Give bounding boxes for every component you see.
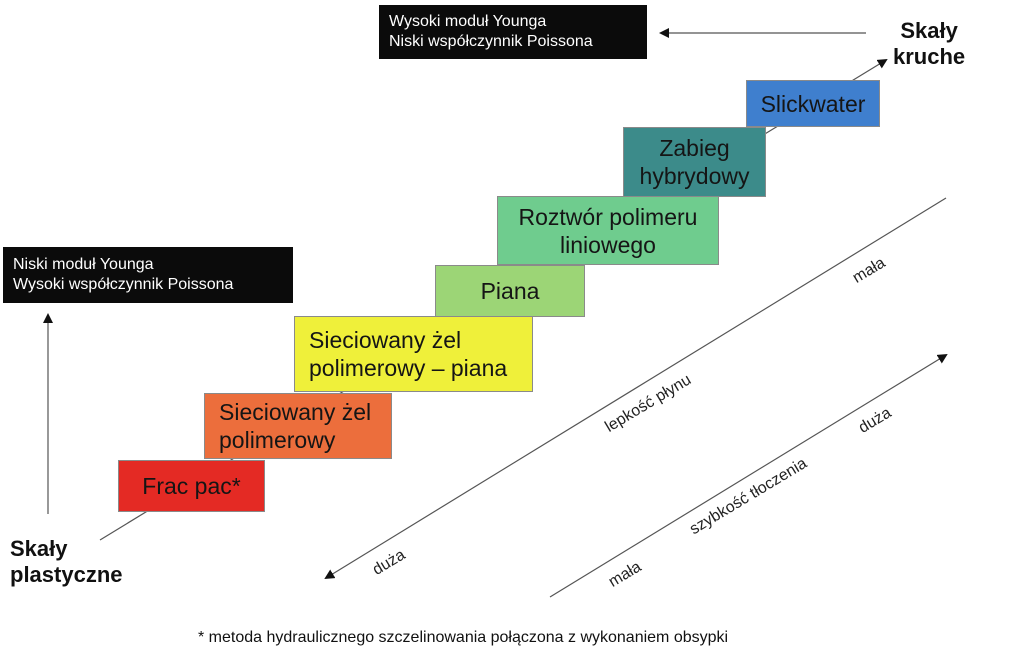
top-box-line1: Wysoki moduł Younga <box>389 13 547 30</box>
viscosity-axis-arrow <box>324 197 947 580</box>
plastic-rocks-label: Skały plastyczne <box>10 536 123 588</box>
step-slickwater-line1: Slickwater <box>760 90 866 117</box>
top-box-line2: Niski współczynnik Poissona <box>389 33 593 50</box>
plastic-line2: plastyczne <box>10 562 123 587</box>
step-foam-line1: Piana <box>480 278 540 304</box>
footnote: * metoda hydraulicznego szczelinowania p… <box>198 629 729 646</box>
step-foam: Piana <box>435 265 585 317</box>
step-frac-pac-line1: Frac pac* <box>142 473 241 499</box>
step-hybrid-line1: Zabieg <box>659 135 730 161</box>
step-crosslinked-gel: Sieciowany żel polimerowy <box>204 393 392 459</box>
step-crosslinked-gel-foam-line2: polimerowy – piana <box>309 355 508 381</box>
plastic-line1: Skały <box>10 536 68 561</box>
step-linear-polymer-line2: liniowego <box>560 231 656 258</box>
step-linear-polymer: Roztwór polimeru liniowego <box>497 196 719 265</box>
rate-axis-arrow <box>549 353 948 598</box>
brittle-line1: Skały <box>900 18 958 43</box>
left-box-line1: Niski moduł Younga <box>13 256 154 273</box>
step-frac-pac: Frac pac* <box>118 460 265 512</box>
step-crosslinked-gel-foam-line1: Sieciowany żel <box>309 327 462 353</box>
step-hybrid: Zabieg hybrydowy <box>623 127 766 197</box>
brittle-line2: kruche <box>893 44 966 69</box>
step-crosslinked-gel-line2: polimerowy <box>219 427 336 453</box>
step-crosslinked-gel-foam: Sieciowany żel polimerowy – piana <box>294 316 533 392</box>
brittle-rocks-label: Skały kruche <box>893 18 965 70</box>
left-box-line2: Wysoki współczynnik Poissona <box>13 276 234 293</box>
step-hybrid-line2: hybrydowy <box>639 163 750 189</box>
step-slickwater: Slickwater <box>746 80 880 127</box>
step-linear-polymer-line1: Roztwór polimeru <box>518 203 698 230</box>
step-crosslinked-gel-line1: Sieciowany żel <box>219 399 372 425</box>
left-properties-box: Niski moduł Younga Wysoki współczynnik P… <box>3 247 293 303</box>
top-properties-box: Wysoki moduł Younga Niski współczynnik P… <box>379 5 647 59</box>
